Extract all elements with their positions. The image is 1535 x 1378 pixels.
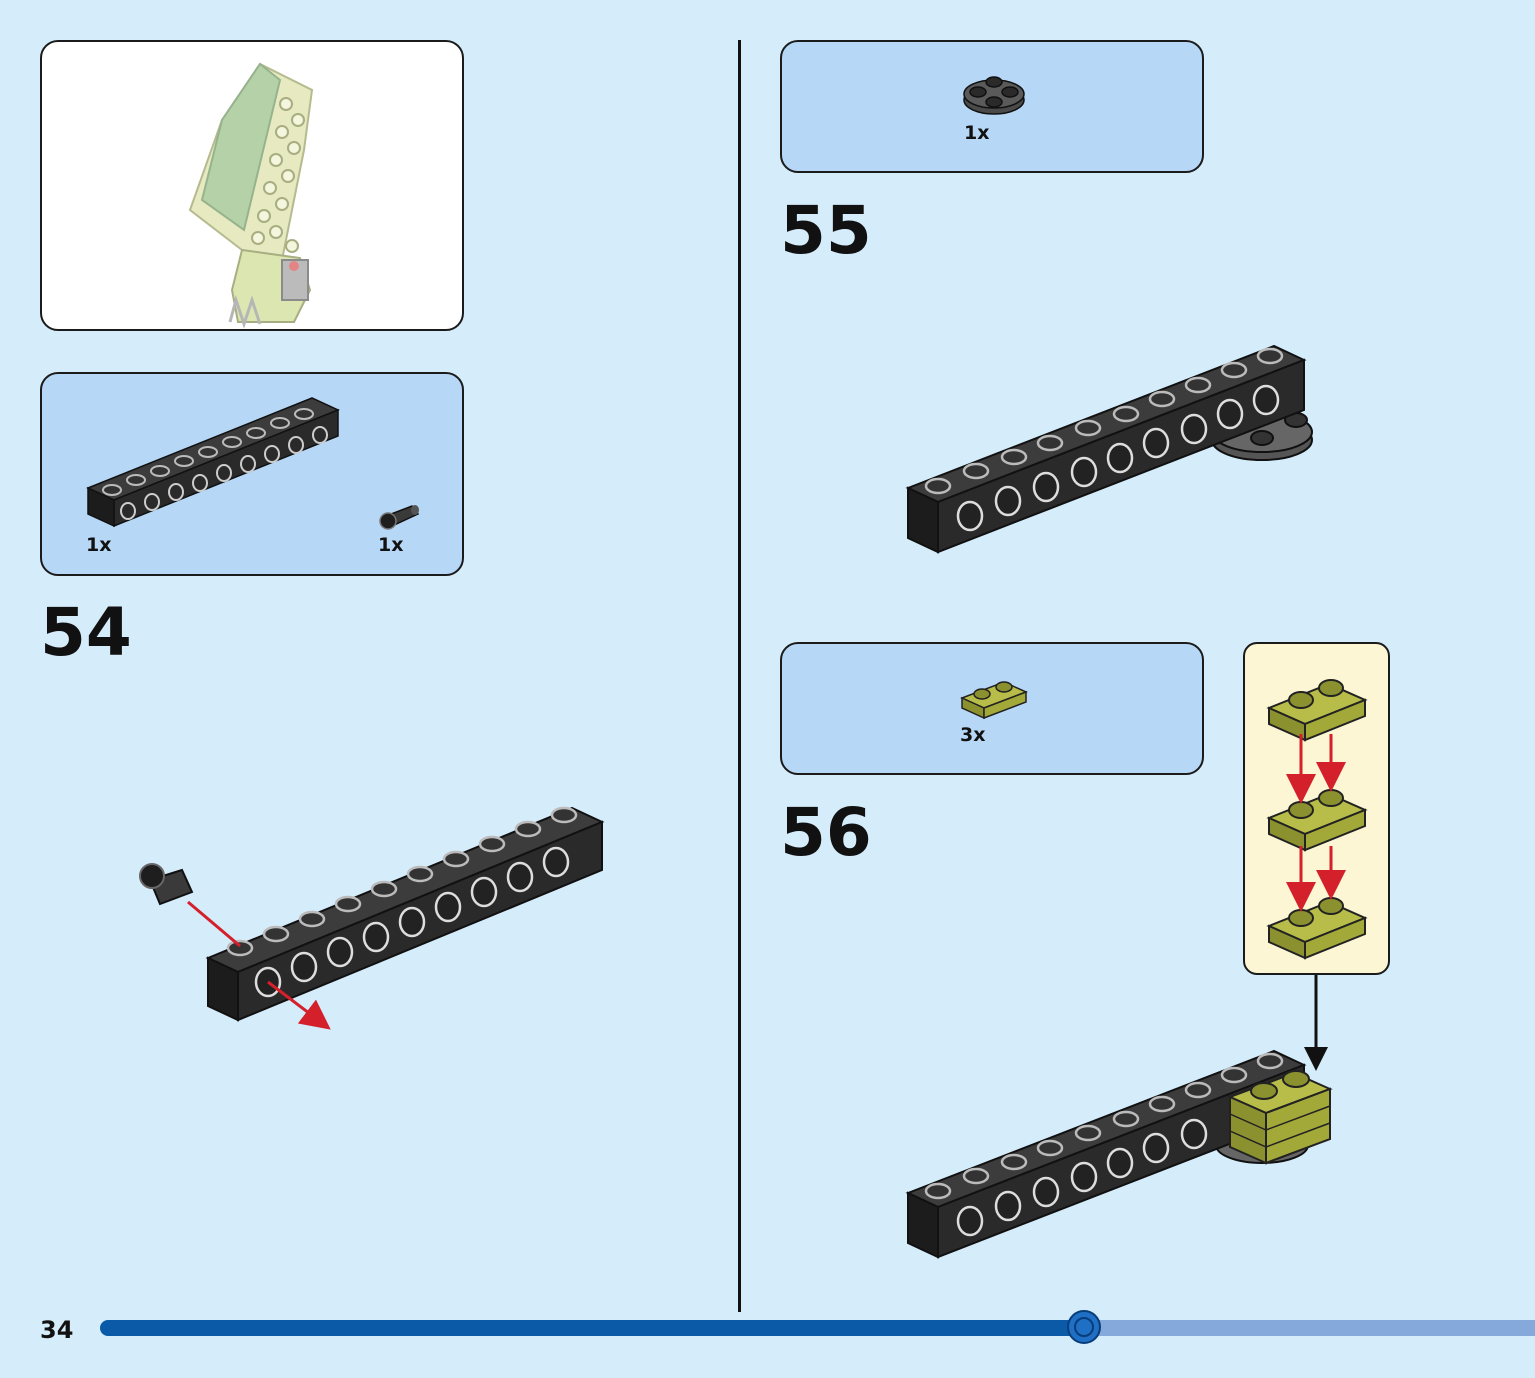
step-54-parts-list: 1x 1x xyxy=(40,372,464,576)
stacked-plates-icon xyxy=(1266,679,1368,960)
technic-pin-icon xyxy=(379,505,420,530)
step-54-number: 54 xyxy=(40,594,132,671)
step-54-assembly-illustration xyxy=(139,806,605,1030)
step-56-parts-list: 3x xyxy=(780,642,1204,775)
step-55-part-1-qty: 1x xyxy=(964,122,990,144)
step-56-part-1-qty: 3x xyxy=(960,724,986,746)
step-55-number: 55 xyxy=(780,192,872,269)
step-56-number: 56 xyxy=(780,794,872,871)
technic-beam-11-icon xyxy=(86,397,340,528)
step-54-part-1-qty: 1x xyxy=(86,534,112,556)
step-55-assembly-illustration xyxy=(905,344,1313,554)
step-56-assembly-illustration xyxy=(905,975,1333,1259)
progress-marker-icon xyxy=(1067,1310,1102,1344)
step-56-subassembly-callout xyxy=(1243,642,1390,975)
step-54-part-2-qty: 1x xyxy=(378,534,404,556)
round-plate-2x2-icon xyxy=(963,76,1025,115)
page-number: 34 xyxy=(40,1316,74,1344)
dragon-leg-preview-icon xyxy=(188,62,314,329)
preview-panel xyxy=(40,40,464,331)
plate-1x2-olive-icon xyxy=(960,681,1028,720)
progress-bar-remaining xyxy=(1084,1320,1535,1336)
progress-bar-completed xyxy=(100,1320,1085,1336)
column-divider xyxy=(738,40,741,1312)
step-55-parts-list: 1x xyxy=(780,40,1204,173)
